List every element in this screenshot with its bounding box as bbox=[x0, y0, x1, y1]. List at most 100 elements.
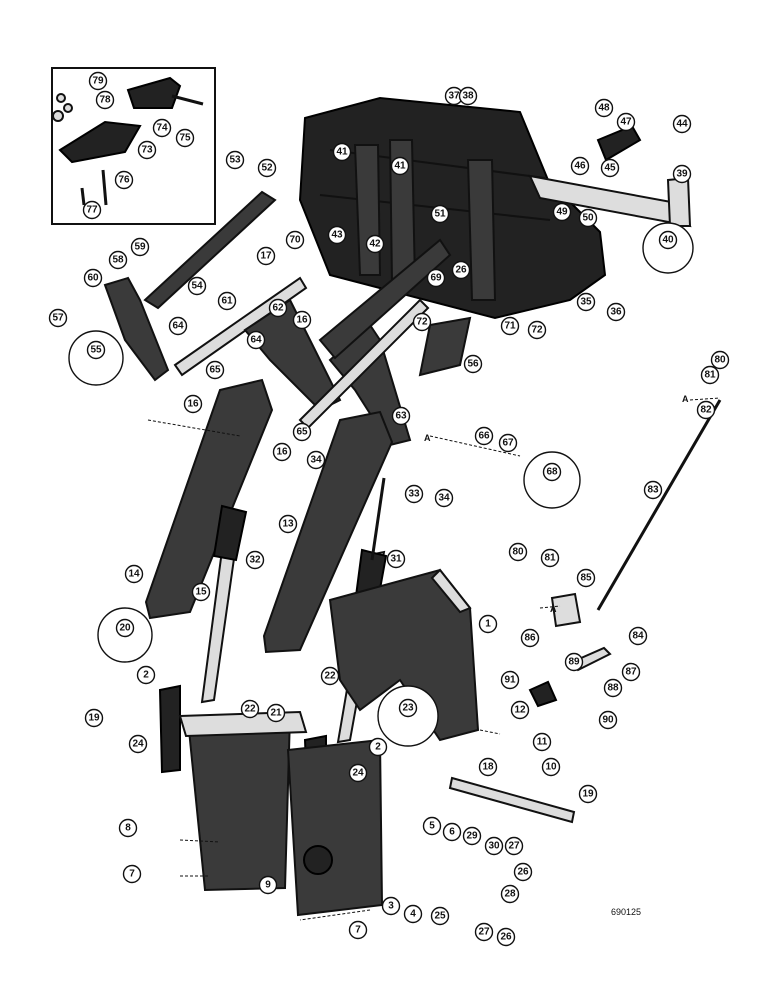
callout-27: 27 bbox=[504, 836, 524, 856]
callout-circle bbox=[578, 784, 598, 804]
callout-circle bbox=[598, 710, 618, 730]
callout-20: 20 bbox=[115, 618, 135, 638]
callout-circle bbox=[474, 922, 494, 942]
callout-number: 80 bbox=[714, 355, 726, 366]
callout-47: 47 bbox=[616, 112, 636, 132]
callout-circle bbox=[390, 156, 410, 176]
control-rod-assembly bbox=[528, 399, 722, 708]
callout-circle bbox=[386, 549, 406, 569]
callout-51: 51 bbox=[430, 204, 450, 224]
callout-number: 52 bbox=[261, 163, 273, 174]
callout-circle bbox=[368, 737, 388, 757]
callout-17: 17 bbox=[256, 246, 276, 266]
callout-circle bbox=[306, 450, 326, 470]
callout-circle bbox=[458, 86, 478, 106]
callout-circle bbox=[348, 763, 368, 783]
reference-letter: A bbox=[550, 604, 557, 614]
callout-number: 65 bbox=[209, 365, 221, 376]
callout-circle bbox=[628, 626, 648, 646]
callout-26: 26 bbox=[513, 862, 533, 882]
callout-number: 47 bbox=[620, 117, 632, 128]
callout-circle bbox=[240, 699, 260, 719]
callout-number: 24 bbox=[352, 768, 364, 779]
callout-7: 7 bbox=[348, 920, 368, 940]
callout-circle bbox=[86, 340, 106, 360]
callout-82: 82 bbox=[696, 400, 716, 420]
callout-number: 72 bbox=[531, 325, 543, 336]
callout-circle bbox=[404, 484, 424, 504]
callout-circle bbox=[128, 734, 148, 754]
callout-61: 61 bbox=[217, 291, 237, 311]
callout-circle bbox=[285, 230, 305, 250]
callout-number: 80 bbox=[512, 547, 524, 558]
callout-circle bbox=[137, 140, 157, 160]
callout-circle bbox=[403, 904, 423, 924]
callout-number: 42 bbox=[369, 239, 381, 250]
callout-41: 41 bbox=[390, 156, 410, 176]
callout-circle bbox=[500, 316, 520, 336]
callout-number: 83 bbox=[647, 485, 659, 496]
callout-14: 14 bbox=[124, 564, 144, 584]
callout-number: 89 bbox=[568, 657, 580, 668]
callout-circle bbox=[118, 818, 138, 838]
callout-circle bbox=[381, 896, 401, 916]
callout-number: 54 bbox=[191, 281, 203, 292]
callout-85: 85 bbox=[576, 568, 596, 588]
shaft bbox=[448, 776, 576, 824]
callout-number: 69 bbox=[430, 273, 442, 284]
callout-circle bbox=[606, 302, 626, 322]
callout-circle bbox=[478, 614, 498, 634]
callout-number: 35 bbox=[580, 297, 592, 308]
callout-69: 69 bbox=[426, 268, 446, 288]
callout-number: 38 bbox=[462, 91, 474, 102]
callout-number: 85 bbox=[580, 573, 592, 584]
callout-81: 81 bbox=[540, 548, 560, 568]
callout-circle bbox=[700, 365, 720, 385]
callout-number: 30 bbox=[488, 841, 500, 852]
callout-circle bbox=[508, 542, 528, 562]
callout-80: 80 bbox=[710, 350, 730, 370]
callout-54: 54 bbox=[187, 276, 207, 296]
callout-circle bbox=[430, 204, 450, 224]
callout-circle bbox=[205, 360, 225, 380]
callout-number: 43 bbox=[331, 230, 343, 241]
callout-number: 48 bbox=[598, 103, 610, 114]
callout-circle bbox=[527, 320, 547, 340]
callout-circle bbox=[266, 703, 286, 723]
callout-25: 25 bbox=[430, 906, 450, 926]
callout-6: 6 bbox=[442, 822, 462, 842]
callout-circle bbox=[412, 312, 432, 332]
callout-circle bbox=[672, 164, 692, 184]
callout-7: 7 bbox=[122, 864, 142, 884]
callout-circle bbox=[187, 276, 207, 296]
callout-26: 26 bbox=[496, 927, 516, 947]
callout-49: 49 bbox=[552, 202, 572, 222]
callout-number: 59 bbox=[134, 242, 146, 253]
callout-number: 5 bbox=[429, 821, 435, 832]
callout-circle bbox=[426, 268, 446, 288]
callout-number: 79 bbox=[92, 76, 104, 87]
callout-87: 87 bbox=[621, 662, 641, 682]
callout-number: 13 bbox=[282, 519, 294, 530]
callout-56: 56 bbox=[463, 354, 483, 374]
callout-22: 22 bbox=[240, 699, 260, 719]
callout-number: 57 bbox=[52, 313, 64, 324]
callout-89: 89 bbox=[564, 652, 584, 672]
callout-number: 75 bbox=[179, 133, 191, 144]
callout-13: 13 bbox=[278, 514, 298, 534]
callout-number: 3 bbox=[388, 901, 394, 912]
callout-number: 16 bbox=[187, 399, 199, 410]
callout-number: 2 bbox=[143, 670, 149, 681]
reference-letter: A bbox=[424, 433, 431, 443]
callout-circle bbox=[168, 316, 188, 336]
callout-circle bbox=[451, 260, 471, 280]
callout-83: 83 bbox=[643, 480, 663, 500]
callout-circle bbox=[82, 200, 102, 220]
callout-number: 26 bbox=[455, 265, 467, 276]
callout-number: 34 bbox=[438, 493, 450, 504]
callout-64: 64 bbox=[168, 316, 188, 336]
callout-number: 64 bbox=[250, 335, 262, 346]
callout-number: 16 bbox=[276, 447, 288, 458]
callout-number: 17 bbox=[260, 251, 272, 262]
callout-77: 77 bbox=[82, 200, 102, 220]
